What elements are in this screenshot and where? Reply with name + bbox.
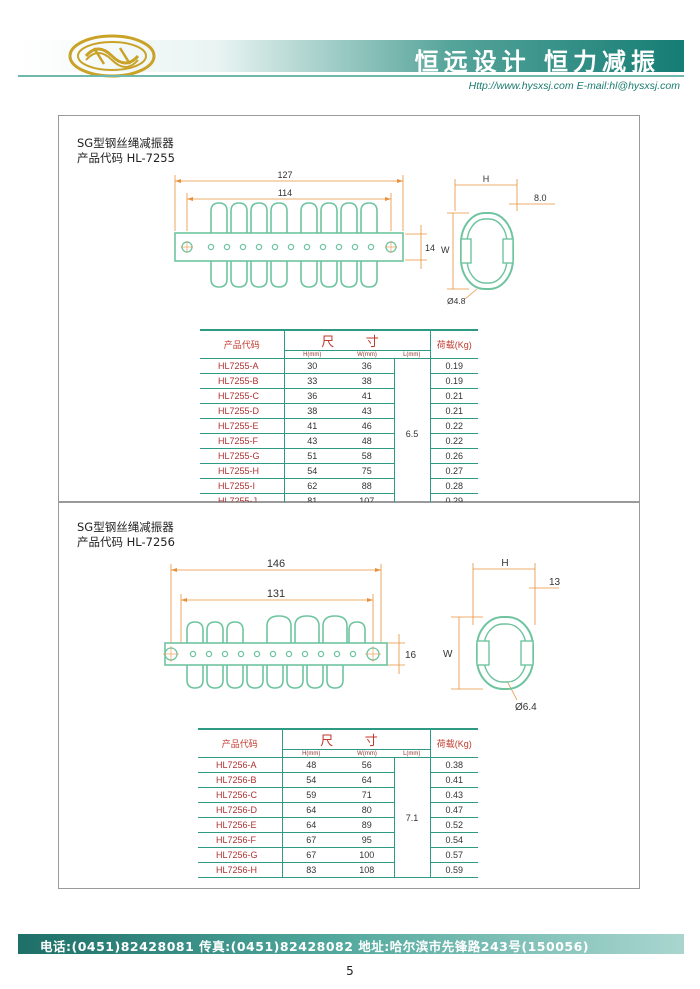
header-divider	[18, 75, 684, 77]
header-product-code: 产品代码	[198, 728, 282, 758]
product-code: 产品代码 HL-7255	[77, 151, 175, 165]
dim-thickness: 8.0	[534, 193, 547, 203]
l-value-cell: 6.5	[393, 358, 431, 509]
front-view-drawing: 146 131 16	[163, 558, 417, 689]
dim-bar-height: 16	[405, 650, 417, 661]
dim-hole-spacing: 131	[267, 588, 285, 600]
spec-table-hl7256: 产品代码 尺 寸 荷载(Kg) H(mm) W(mm) L(mm) HL7256…	[198, 728, 478, 878]
spec-table-hl7255: 产品代码 尺 寸 荷载(Kg) H(mm) W(mm) L(mm) HL7255…	[200, 329, 478, 509]
footer-contact: 电话:(0451)82428081 传真:(0451)82428082 地址:哈…	[40, 939, 589, 954]
product-name: SG型钢丝绳减振器	[77, 520, 174, 534]
header-h-mm: H(mm)	[283, 350, 340, 359]
side-view-drawing: H 8.0 W Ø4.8	[441, 174, 555, 306]
page-number: 5	[346, 964, 354, 978]
product-name: SG型钢丝绳减振器	[77, 136, 174, 150]
dim-bar-height: 14	[425, 243, 435, 253]
dim-thickness: 13	[549, 577, 561, 588]
header-title: 恒远设计 恒力减振	[414, 48, 660, 76]
dim-width-label: W	[443, 649, 453, 660]
l-value-cell: 7.1	[393, 757, 431, 878]
header-w-mm: W(mm)	[340, 350, 394, 359]
footer-bar	[18, 934, 684, 954]
product-code: 产品代码 HL-7256	[77, 535, 175, 549]
header-l-mm: L(mm)	[394, 350, 430, 359]
header-size: 尺 寸	[283, 329, 430, 351]
dim-wire-diameter: Ø4.8	[447, 296, 466, 306]
product-panel-hl7255: SG型钢丝绳减振器 产品代码 HL-7255 127 114 14	[58, 115, 640, 509]
dim-overall-length: 127	[277, 170, 292, 180]
side-view-drawing: H 13 W Ø6.4	[443, 558, 561, 713]
dim-height-label: H	[483, 174, 490, 184]
header-load: 荷载(Kg)	[429, 728, 478, 758]
header-product-code: 产品代码	[200, 329, 284, 359]
product-heading: SG型钢丝绳减振器 产品代码 HL-7255	[77, 136, 175, 166]
web-contact: Http://www.hysxsj.com E-mail:hl@hysxsj.c…	[468, 80, 680, 92]
dim-height-label: H	[501, 558, 508, 569]
header-h-mm: H(mm)	[281, 749, 340, 758]
dim-width-label: W	[441, 245, 450, 255]
dim-overall-length: 146	[267, 558, 285, 570]
front-view-drawing: 127 114 14	[174, 170, 435, 288]
header-load: 荷载(Kg)	[429, 329, 478, 359]
dim-hole-spacing: 114	[278, 188, 292, 198]
header-size: 尺 寸	[281, 728, 430, 750]
product-panel-hl7256: SG型钢丝绳减振器 产品代码 HL-7256 146 131 16	[58, 502, 640, 889]
header-l-mm: L(mm)	[394, 749, 430, 758]
product-heading: SG型钢丝绳减振器 产品代码 HL-7256	[77, 520, 175, 550]
dim-wire-diameter: Ø6.4	[515, 702, 537, 713]
header-w-mm: W(mm)	[340, 749, 394, 758]
company-logo-icon	[68, 34, 156, 78]
